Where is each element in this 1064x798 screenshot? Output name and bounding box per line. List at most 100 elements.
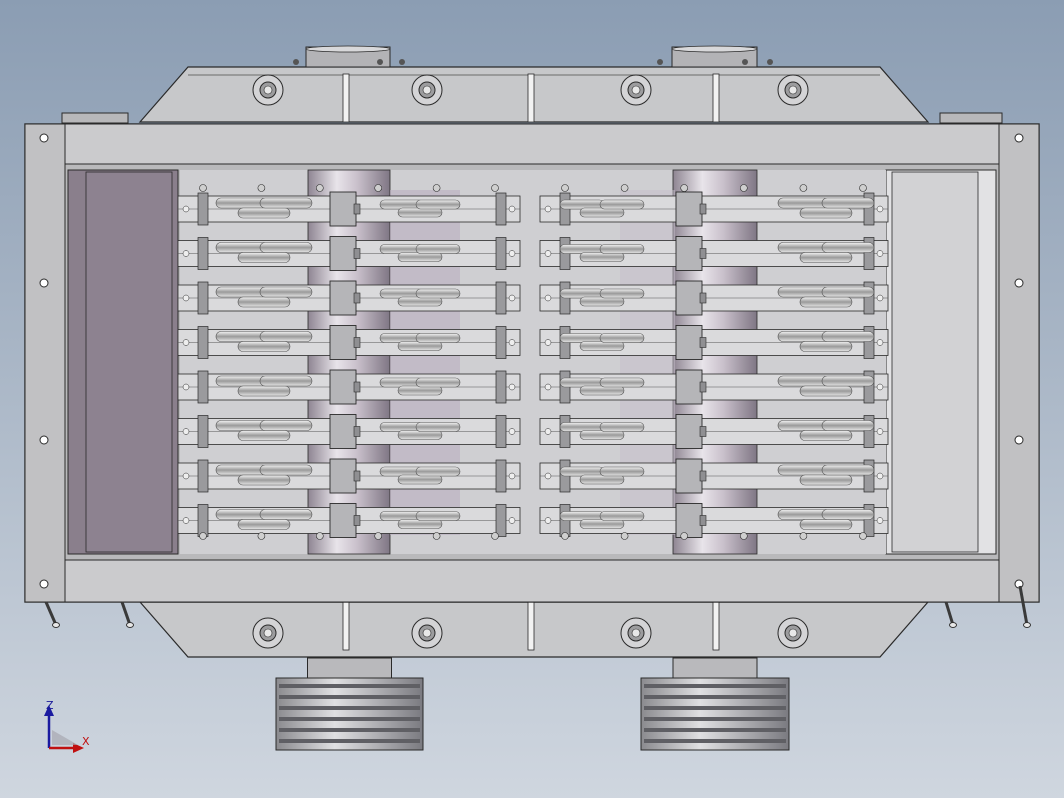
bar-bolt-l — [544, 250, 552, 257]
rotor-right-row-8 — [539, 503, 889, 538]
rotor-left-bottom-nut-1 — [257, 532, 266, 540]
chrome-hook — [821, 509, 875, 520]
hub-block — [329, 503, 357, 538]
rotor-right-top-nut-0 — [561, 184, 569, 192]
chrome-hook — [799, 519, 853, 530]
rotor-left-bottom-nut-0 — [199, 532, 207, 540]
leg-0 — [44, 601, 58, 626]
bar-bolt-l — [544, 294, 552, 302]
chrome-hook — [237, 207, 291, 219]
hub-pin — [353, 515, 361, 526]
bar-bolt-r — [508, 339, 516, 346]
chrome-hook-b — [599, 422, 645, 432]
hub-block — [329, 458, 357, 494]
end-clamp-1 — [495, 237, 507, 270]
hub-block — [675, 191, 703, 227]
chrome-hook-b — [397, 430, 443, 440]
bar-bolt-r — [508, 383, 516, 391]
chrome-hook-b — [397, 296, 443, 307]
rotor-right-top-nut-3 — [739, 184, 748, 192]
rotor-right-bottom-nut-4 — [799, 532, 808, 540]
chrome-hook — [799, 385, 853, 397]
hub-pin — [699, 470, 707, 482]
chrome-hook-b — [579, 430, 625, 440]
bar-bolt-l — [182, 472, 190, 480]
chrome-hook — [259, 420, 313, 431]
shafts — [180, 169, 886, 555]
frame-left-post — [24, 123, 66, 603]
rotor-left-row-1 — [177, 191, 521, 227]
rotor-left-top-nut-3 — [374, 184, 383, 192]
bar-bolt-r — [876, 383, 884, 391]
chrome-hook-b — [559, 466, 605, 477]
bottom-rib-0 — [342, 601, 350, 651]
hub-block — [329, 191, 357, 227]
frame-hole-right-0 — [1014, 133, 1024, 143]
end-clamp-1 — [863, 237, 875, 270]
hub-block — [675, 414, 703, 449]
chrome-hook — [259, 375, 313, 387]
chrome-hook — [259, 331, 313, 342]
x-arrow-icon — [73, 743, 84, 753]
chrome-hook-b — [415, 511, 461, 521]
chrome-hook-b — [559, 288, 605, 299]
bar-bolt-l — [182, 250, 190, 257]
chrome-hook-b — [599, 288, 645, 299]
hub-block — [675, 369, 703, 405]
rotor-right-row-1 — [539, 191, 889, 227]
shaft-1 — [307, 169, 391, 555]
bar-bolt-r — [876, 339, 884, 346]
chrome-hook-b — [579, 385, 625, 396]
bar-bolt-l — [182, 428, 190, 435]
support-legs — [44, 585, 1031, 628]
top-stud-4 — [742, 59, 748, 65]
frame-hole-left-1 — [39, 278, 49, 288]
top-rib-0 — [342, 73, 350, 123]
right-panel-plate — [891, 171, 979, 553]
chrome-hook-b — [579, 252, 625, 262]
end-clamp-0 — [197, 504, 209, 537]
triad-plane — [52, 730, 78, 745]
pulley-groove — [644, 706, 786, 710]
top-bearing-rim-1 — [305, 45, 391, 53]
pulley-groove — [644, 717, 786, 721]
frame-hole-right-2 — [1014, 435, 1024, 445]
chrome-hook — [237, 252, 291, 263]
chrome-hook-b — [599, 466, 645, 477]
shaft-2 — [672, 169, 758, 555]
bottom-rib-1 — [527, 601, 535, 651]
hub-block — [675, 503, 703, 538]
top-stud-0 — [293, 59, 299, 65]
top-housing — [61, 45, 1003, 124]
bar-bolt-r — [508, 250, 516, 257]
rotor-right-row-7 — [539, 458, 889, 494]
bar-bolt-r — [876, 428, 884, 435]
frame-hole-left-0 — [39, 133, 49, 143]
rotor-left-top-nut-0 — [199, 184, 207, 192]
right-side-panel — [885, 169, 997, 555]
top-bolt-1 — [422, 85, 432, 95]
bar-bolt-l — [544, 472, 552, 480]
chrome-hook-b — [397, 385, 443, 396]
bottom-housing — [138, 601, 930, 658]
rotor-right-row-4 — [539, 325, 889, 360]
bar-bolt-l — [544, 339, 552, 346]
pulley-groove — [279, 739, 420, 743]
hub-block — [329, 325, 357, 360]
hub-pin — [353, 248, 361, 259]
chrome-hook — [821, 197, 875, 209]
leg-2 — [944, 601, 955, 626]
hub-pin — [353, 337, 361, 348]
chrome-hook — [237, 430, 291, 441]
leg-foot-0 — [52, 622, 60, 628]
rotor-left-bottom-nut-2 — [315, 532, 324, 540]
chrome-hook — [259, 509, 313, 520]
hub-pin — [353, 203, 361, 215]
bar-bolt-l — [544, 517, 552, 524]
chrome-hook-b — [397, 474, 443, 485]
chrome-hook — [821, 375, 875, 387]
chrome-hook — [821, 420, 875, 431]
rotor-left-top-nut-1 — [257, 184, 266, 192]
